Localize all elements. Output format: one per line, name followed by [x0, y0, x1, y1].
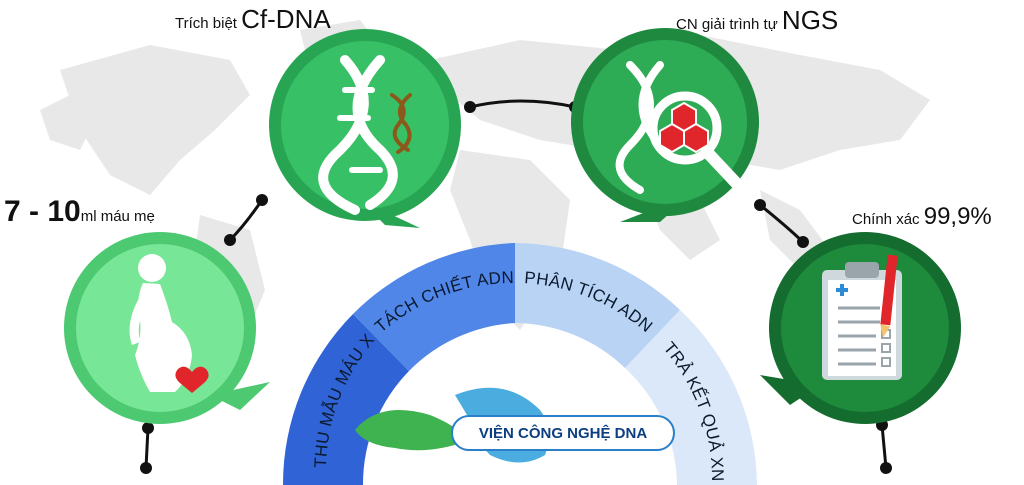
connector-right — [759, 203, 805, 244]
caption-sequencing-prefix: CN giải trình tự — [676, 16, 782, 33]
connector-dot — [256, 194, 268, 206]
connector-dot — [140, 462, 152, 474]
dna-magnifier-icon — [615, 61, 744, 194]
caption-accuracy: Chính xác 99,9% — [852, 205, 992, 229]
clipboard-icon — [822, 254, 902, 380]
connector-top — [469, 99, 576, 109]
bubble-sequencing — [571, 28, 759, 222]
connector-dot — [754, 199, 766, 211]
heart-icon — [175, 366, 209, 393]
bubble-tail — [210, 382, 270, 410]
dna-helix-icon — [318, 55, 398, 215]
small-dna-icon — [390, 93, 412, 154]
caption-blood: 7 - 10ml máu mẹ — [4, 197, 155, 227]
caption-extraction-prefix: Trích biệt — [175, 15, 242, 32]
pregnant-woman-icon — [129, 254, 192, 392]
connector-right-bottom — [880, 424, 888, 469]
caption-extraction: Trích biệt Cf-DNA — [175, 6, 331, 32]
connector-dot — [142, 422, 154, 434]
bubble-accuracy — [760, 232, 961, 424]
brand-pill — [451, 415, 675, 451]
bubble-core — [583, 40, 747, 204]
connector-dot — [797, 236, 809, 248]
bubble-extraction — [269, 29, 461, 228]
arc-segment-2 — [353, 243, 515, 371]
arc-segment-1 — [282, 314, 409, 485]
caption-blood-suffix: ml máu mẹ — [80, 208, 155, 225]
logo-swoosh-green — [355, 410, 470, 451]
connector-dot — [224, 234, 236, 246]
caption-accuracy-prefix: Chính xác — [852, 211, 924, 228]
arc-segment-3 — [515, 243, 680, 368]
caption-sequencing-emphasis: NGS — [781, 5, 839, 35]
caption-extraction-emphasis: Cf-DNA — [241, 4, 331, 34]
bubble-blood-sample — [64, 232, 270, 424]
caption-accuracy-emphasis: 99,9% — [923, 203, 992, 230]
connector-left-bottom — [144, 427, 150, 469]
connector-dot — [464, 101, 476, 113]
connector-dot — [880, 462, 892, 474]
caption-blood-emphasis: 7 - 10 — [4, 195, 81, 228]
connector-dots — [140, 101, 892, 474]
arc-segment-4 — [625, 310, 757, 485]
brand-logo: VIỆN CÔNG NGHỆ DNA — [355, 387, 675, 463]
connector-left — [228, 199, 264, 242]
caption-sequencing: CN giải trình tự NGS — [676, 7, 838, 33]
brand-name: VIỆN CÔNG NGHỆ DNA — [479, 424, 648, 442]
